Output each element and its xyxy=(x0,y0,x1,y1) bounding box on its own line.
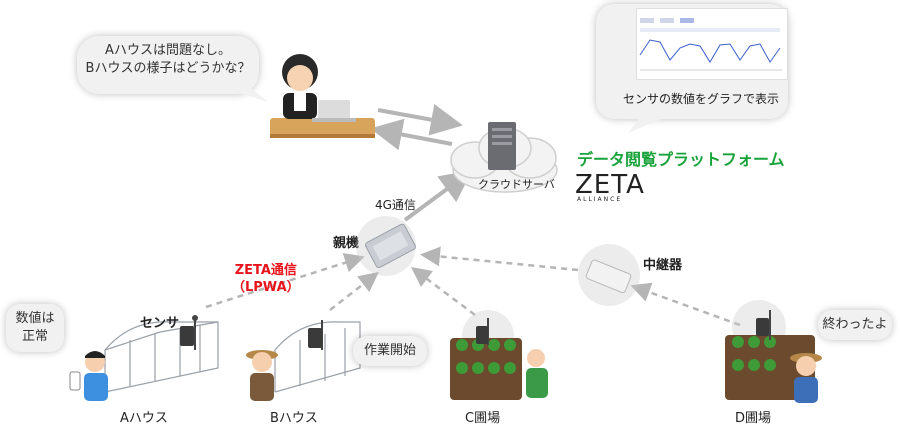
finished-bubble: 終わったよ xyxy=(818,310,892,340)
zeta-logo: ZETA xyxy=(575,170,645,200)
cloud-server-label: クラウドサーバ xyxy=(478,178,555,191)
house-b-label: Bハウス xyxy=(270,411,318,426)
pc-to-cloud-arrow xyxy=(377,103,463,136)
field-c-label: C圃場 xyxy=(465,411,501,426)
parent-unit-label: 親機 xyxy=(333,236,360,251)
zeta-logo-sub: ALLIANCE xyxy=(577,196,623,203)
comm-4g-label: 4G通信 xyxy=(375,198,416,212)
user-speech-bubble: Aハウスは問題なし。 Bハウスの様子はどうかな？ xyxy=(77,36,259,94)
zeta-comm-label: ZETA通信 （LPWA） xyxy=(232,263,300,295)
sensor-b-arrow xyxy=(329,271,379,311)
parent-to-cloud-arrow xyxy=(403,170,473,222)
platform-label: データ閲覧プラットフォーム xyxy=(577,150,785,169)
sensor-label: センサ xyxy=(140,316,180,331)
field-d-label: D圃場 xyxy=(735,411,772,426)
sensor-a-arrow xyxy=(205,253,365,309)
graph-caption: センサの数値をグラフで表示 xyxy=(623,92,780,106)
work-start-bubble: 作業開始 xyxy=(353,336,427,366)
sensor-status-bubble: 数値は 正常 xyxy=(6,304,64,352)
repeater-to-parent-arrow xyxy=(420,246,579,272)
house-a-label: Aハウス xyxy=(120,411,168,426)
sensor-c-arrow xyxy=(411,267,476,316)
repeater-label: 中継器 xyxy=(643,258,683,273)
sensor-d-arrow xyxy=(630,282,741,327)
cloud-to-pc-arrow xyxy=(370,118,453,151)
